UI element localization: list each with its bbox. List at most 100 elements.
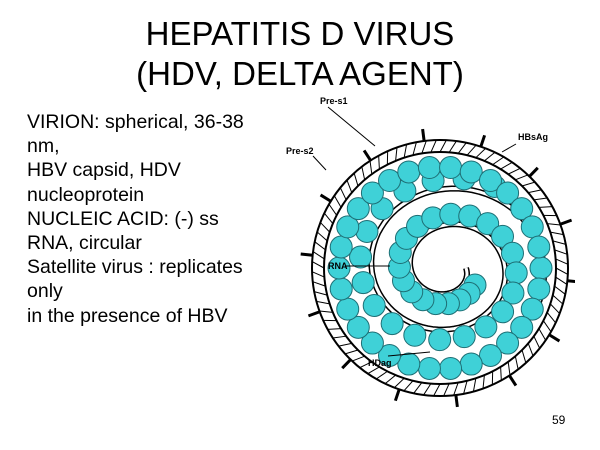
hdag-bead	[476, 212, 500, 236]
hdag-bead	[459, 160, 483, 184]
envelope-hatch-line	[527, 343, 534, 357]
hdag-bead	[491, 300, 515, 324]
body-line: HBV capsid, HDV	[27, 159, 181, 182]
hdag-bead	[527, 277, 551, 301]
hdag-bead	[362, 294, 386, 318]
envelope-hatch-line	[369, 160, 373, 175]
hdag-bead	[397, 352, 421, 376]
envelope-hatch-line	[311, 271, 325, 278]
envelope-hatch-line	[359, 361, 373, 369]
hdag-bead	[329, 277, 353, 301]
envelope-hatch-line	[333, 195, 342, 208]
envelope-spike	[319, 193, 332, 203]
envelope-spike	[559, 218, 573, 226]
envelope-hatch-line	[521, 349, 527, 364]
envelope-hatch-line	[500, 366, 502, 381]
hdag-bead	[428, 328, 452, 352]
label-pre-s1: Pre-s1	[320, 96, 348, 106]
label-hdag: HDag	[368, 358, 392, 368]
envelope-hatch-line	[351, 355, 365, 362]
hdag-bead	[520, 215, 544, 239]
slide-number: 59	[552, 413, 566, 427]
envelope-hatch-line	[507, 167, 521, 175]
body-line: in the presence of HBV	[27, 304, 228, 327]
envelope-hatch-line	[439, 139, 447, 153]
envelope-hatch-line	[521, 181, 536, 187]
body-line: RNA, circular	[27, 232, 142, 255]
hdag-bead	[380, 312, 404, 336]
envelope-hatch-line	[552, 240, 566, 245]
body-line: VIRION: spherical, 36-38	[27, 111, 244, 133]
envelope-hatch-line	[412, 142, 417, 156]
envelope-hatch-line	[443, 383, 450, 397]
hdag-bead	[520, 297, 544, 321]
envelope-hatch-line	[323, 212, 334, 224]
hdag-bead	[496, 181, 520, 205]
hdag-bead	[501, 281, 525, 305]
hdag-bead	[529, 256, 553, 280]
hdag-bead	[527, 235, 551, 259]
hdag-bead	[510, 315, 534, 339]
hdag-bead	[336, 297, 360, 321]
envelope-hatch-line	[367, 366, 380, 375]
envelope-hatch-line	[448, 140, 457, 153]
hdag-bead	[355, 219, 379, 243]
hdag-bead	[360, 331, 384, 355]
envelope-outer-ring	[311, 139, 569, 397]
envelope-spike	[307, 310, 321, 318]
envelope-hatch-line	[353, 172, 359, 187]
envelope-hatch-line	[507, 361, 511, 376]
label-rna: RNA	[328, 261, 348, 271]
envelope-hatch-line	[500, 161, 513, 170]
envelope-spike	[341, 358, 352, 370]
envelope-hatch-line	[312, 251, 325, 260]
hdag-bead	[500, 241, 524, 265]
envelope-hatch-line	[549, 303, 560, 314]
body-line: nm,	[27, 135, 60, 158]
envelope-hatch-line	[430, 139, 437, 153]
envelope-hatch-line	[316, 231, 328, 242]
hdag-bead	[403, 323, 427, 347]
label-hbsag: HBsAg	[518, 132, 548, 142]
hdag-beads	[327, 156, 553, 380]
envelope-hatch-line	[344, 349, 359, 355]
hdag-bead	[479, 343, 502, 367]
body-line: only	[27, 280, 63, 303]
hdag-bead	[417, 156, 441, 180]
envelope-hatch-line	[327, 328, 342, 330]
envelope-hatch-line	[346, 179, 353, 193]
envelope-hatch-line	[550, 231, 564, 236]
envelope-hatch-line	[547, 223, 561, 226]
envelope-hatch-line	[423, 383, 432, 396]
hdag-bead	[397, 160, 421, 184]
envelope-hatch-line	[394, 377, 405, 388]
hdag-bead	[439, 356, 463, 380]
envelope-spike	[479, 134, 487, 148]
hdv-virion-diagram: Pre-s1 Pre-s2 HBsAg RNA HDag	[280, 90, 575, 410]
leader-lines	[312, 106, 517, 357]
envelope-hatch-line	[375, 370, 388, 380]
envelope-hatch-line	[552, 294, 564, 305]
envelope-hatch-line	[546, 312, 557, 324]
title-line-1: HEPATITIS D VIRUS	[145, 15, 455, 52]
hdag-bead	[349, 245, 373, 269]
envelope-hatch-line	[492, 156, 505, 166]
hdag-bead	[351, 271, 375, 295]
envelope-hatch-line	[538, 328, 547, 341]
envelope-hatch-line	[314, 241, 326, 251]
envelope-hatch-line	[421, 140, 427, 154]
envelope-hatch-line	[533, 197, 548, 201]
envelope-hatch-line	[338, 342, 352, 347]
envelope-hatch-line	[475, 148, 486, 159]
envelope-hatch-line	[384, 374, 396, 385]
hdag-bead	[491, 224, 515, 248]
hdag-bead	[496, 331, 520, 355]
envelope-hatch-line	[332, 335, 347, 339]
slide-title: HEPATITIS D VIRUS (HDV, DELTA AGENT)	[0, 14, 600, 94]
envelope-hatch-line	[403, 144, 408, 158]
envelope-hatch-line	[528, 189, 542, 194]
envelope-hatch-line	[463, 380, 468, 394]
envelope-hatch-line	[484, 151, 496, 162]
hdag-bead	[329, 235, 353, 259]
envelope-hatch-line	[316, 300, 330, 305]
